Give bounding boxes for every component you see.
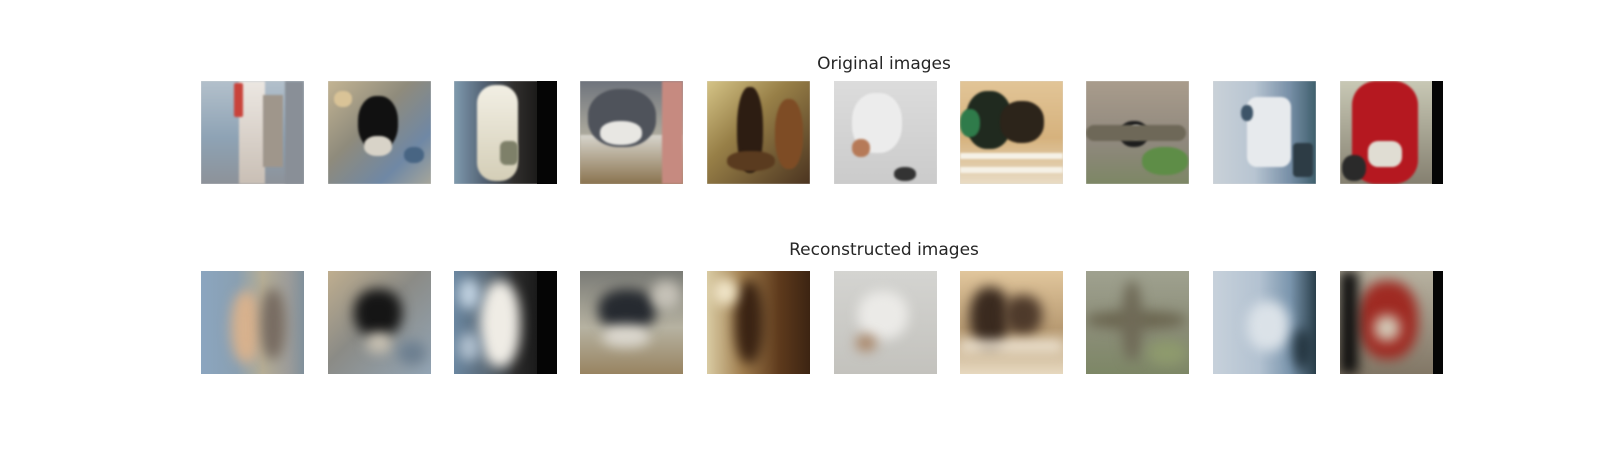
original-image-10	[1340, 81, 1443, 184]
original-image-8	[1086, 81, 1189, 184]
original-images-title: Original images	[817, 54, 951, 74]
original-image-2	[328, 81, 431, 184]
original-image-3	[454, 81, 557, 184]
reconstructed-image-10	[1340, 271, 1443, 374]
original-image-9	[1213, 81, 1316, 184]
original-image-5	[707, 81, 810, 184]
reconstructed-image-3	[454, 271, 557, 374]
reconstructed-image-7	[960, 271, 1063, 374]
reconstructed-image-8	[1086, 271, 1189, 374]
original-image-4	[580, 81, 683, 184]
original-image-6	[834, 81, 937, 184]
reconstructed-image-9	[1213, 271, 1316, 374]
reconstructed-image-4	[580, 271, 683, 374]
reconstructed-image-2	[328, 271, 431, 374]
reconstructed-images-title: Reconstructed images	[789, 240, 979, 260]
reconstructed-image-5	[707, 271, 810, 374]
original-image-1	[201, 81, 304, 184]
reconstructed-image-1	[201, 271, 304, 374]
original-image-7	[960, 81, 1063, 184]
reconstructed-image-6	[834, 271, 937, 374]
